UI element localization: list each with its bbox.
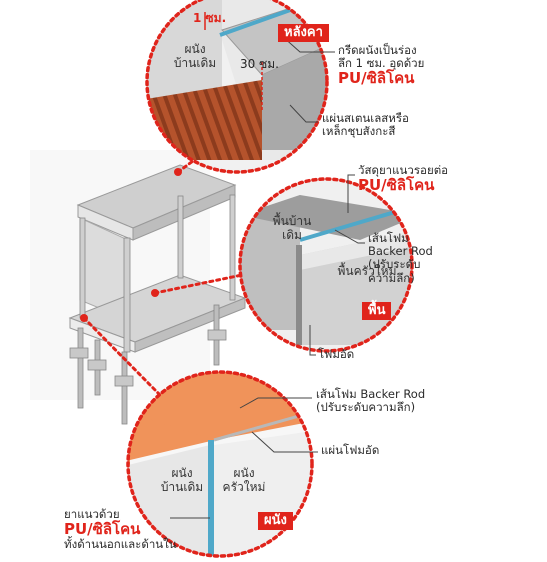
dim-30cm: 30 ซม.: [240, 57, 279, 71]
kitchen-structure: [68, 164, 247, 425]
marker-dot-top: [174, 168, 182, 176]
groove-callout: กรีดผนังเป็นร่อง ลึก 1 ซม. อุดด้วย PU/ซิ…: [338, 43, 425, 88]
wall-backer-callout: เส้นโฟม Backer Rod (ปรับระดับความลึก): [316, 387, 426, 415]
new-floor-label: พื้นครัวใหม่: [337, 264, 397, 278]
dim-1cm: 1 ซม.: [193, 11, 227, 25]
floor-sealant-callout: วัสดุยาแนวรอยต่อ PU/ซิลิโคน: [358, 163, 449, 195]
foam-sheet-callout: แผ่นโฟมอัด: [321, 443, 380, 457]
new-wall-label: ผนัง ครัวใหม่: [222, 466, 266, 495]
floor-tag: พื้น: [362, 302, 392, 321]
marker-dot-middle: [151, 289, 159, 297]
marker-dot-bottom: [80, 314, 88, 322]
old-floor-label: พื้นบ้าน เดิม: [272, 214, 312, 243]
floor-backer-callout: เส้นโฟม Backer Rod (ปรับระดับ ความลึก): [368, 231, 433, 285]
foam-callout: โฟมอัด: [318, 347, 355, 361]
old-wall-label-top: ผนัง บ้านเดิม: [173, 42, 217, 71]
roof-tag: หลังคา: [278, 24, 329, 43]
flashing-callout: แผ่นสเตนเลสหรือ เหล็กชุบสังกะสี: [322, 111, 409, 139]
old-wall-label-bottom: ผนัง บ้านเดิม: [160, 466, 204, 495]
wall-tag: ผนัง: [258, 512, 293, 531]
wall-sealant-callout: ยาแนวด้วย PU/ซิลิโคน ทั้งด้านนอกและด้านใ…: [64, 507, 177, 552]
wall-detail-circle: [126, 370, 314, 558]
floor-detail-circle: [238, 177, 414, 353]
